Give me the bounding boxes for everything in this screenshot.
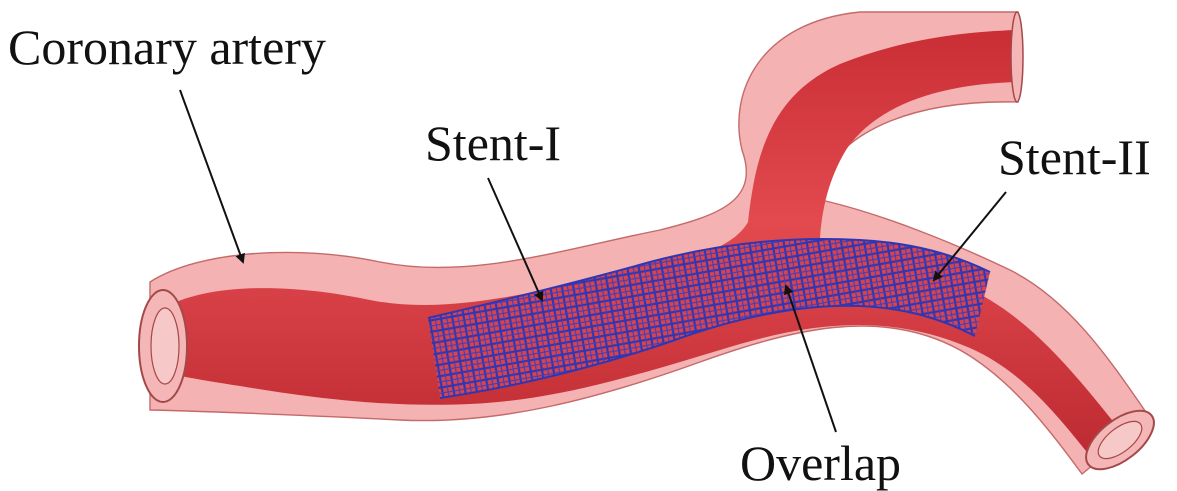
label-coronary-artery: Coronary artery [8,22,326,72]
label-overlap: Overlap [740,438,901,488]
label-stent-2: Stent-II [998,132,1151,182]
arrow-coronary-artery [180,90,243,262]
branch-opening [1011,12,1023,102]
label-stent-1: Stent-I [425,118,561,168]
vessel-left-opening [139,290,187,402]
